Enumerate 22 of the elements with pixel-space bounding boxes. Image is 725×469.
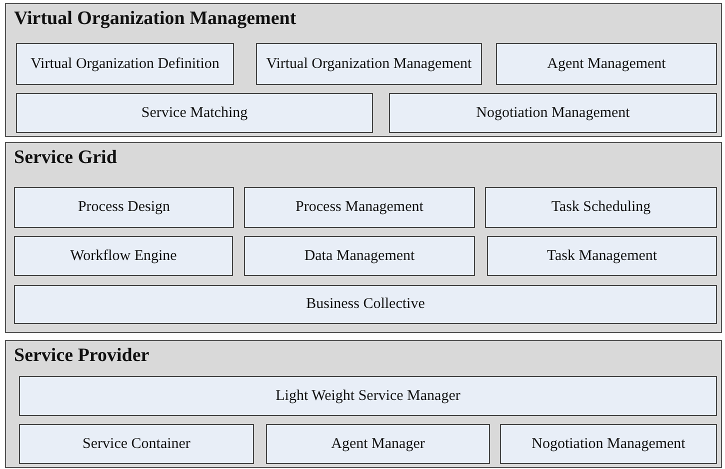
module-box: Process Management bbox=[244, 187, 475, 228]
layer-panel bbox=[5, 3, 722, 137]
layer-title: Virtual Organization Management bbox=[14, 8, 296, 30]
module-box: Task Management bbox=[487, 236, 717, 276]
layer-title: Service Provider bbox=[14, 345, 150, 367]
layer-panel bbox=[5, 142, 722, 333]
module-box: Task Scheduling bbox=[485, 187, 717, 228]
module-box: Agent Manager bbox=[266, 424, 490, 464]
layer-panel bbox=[5, 340, 722, 468]
module-box: Business Collective bbox=[14, 285, 717, 324]
module-box: Process Design bbox=[14, 187, 234, 228]
module-box: Virtual Organization Management bbox=[256, 43, 482, 85]
layer-title: Service Grid bbox=[14, 147, 117, 169]
module-box: Agent Management bbox=[496, 43, 717, 85]
module-box: Nogotiation Management bbox=[389, 93, 717, 133]
module-box: Workflow Engine bbox=[14, 236, 233, 276]
module-box: Nogotiation Management bbox=[500, 424, 717, 464]
module-box: Virtual Organization Definition bbox=[16, 43, 234, 85]
module-box: Service Matching bbox=[16, 93, 373, 133]
module-box: Light Weight Service Manager bbox=[19, 376, 717, 416]
module-box: Data Management bbox=[244, 236, 475, 276]
module-box: Service Container bbox=[19, 424, 254, 464]
